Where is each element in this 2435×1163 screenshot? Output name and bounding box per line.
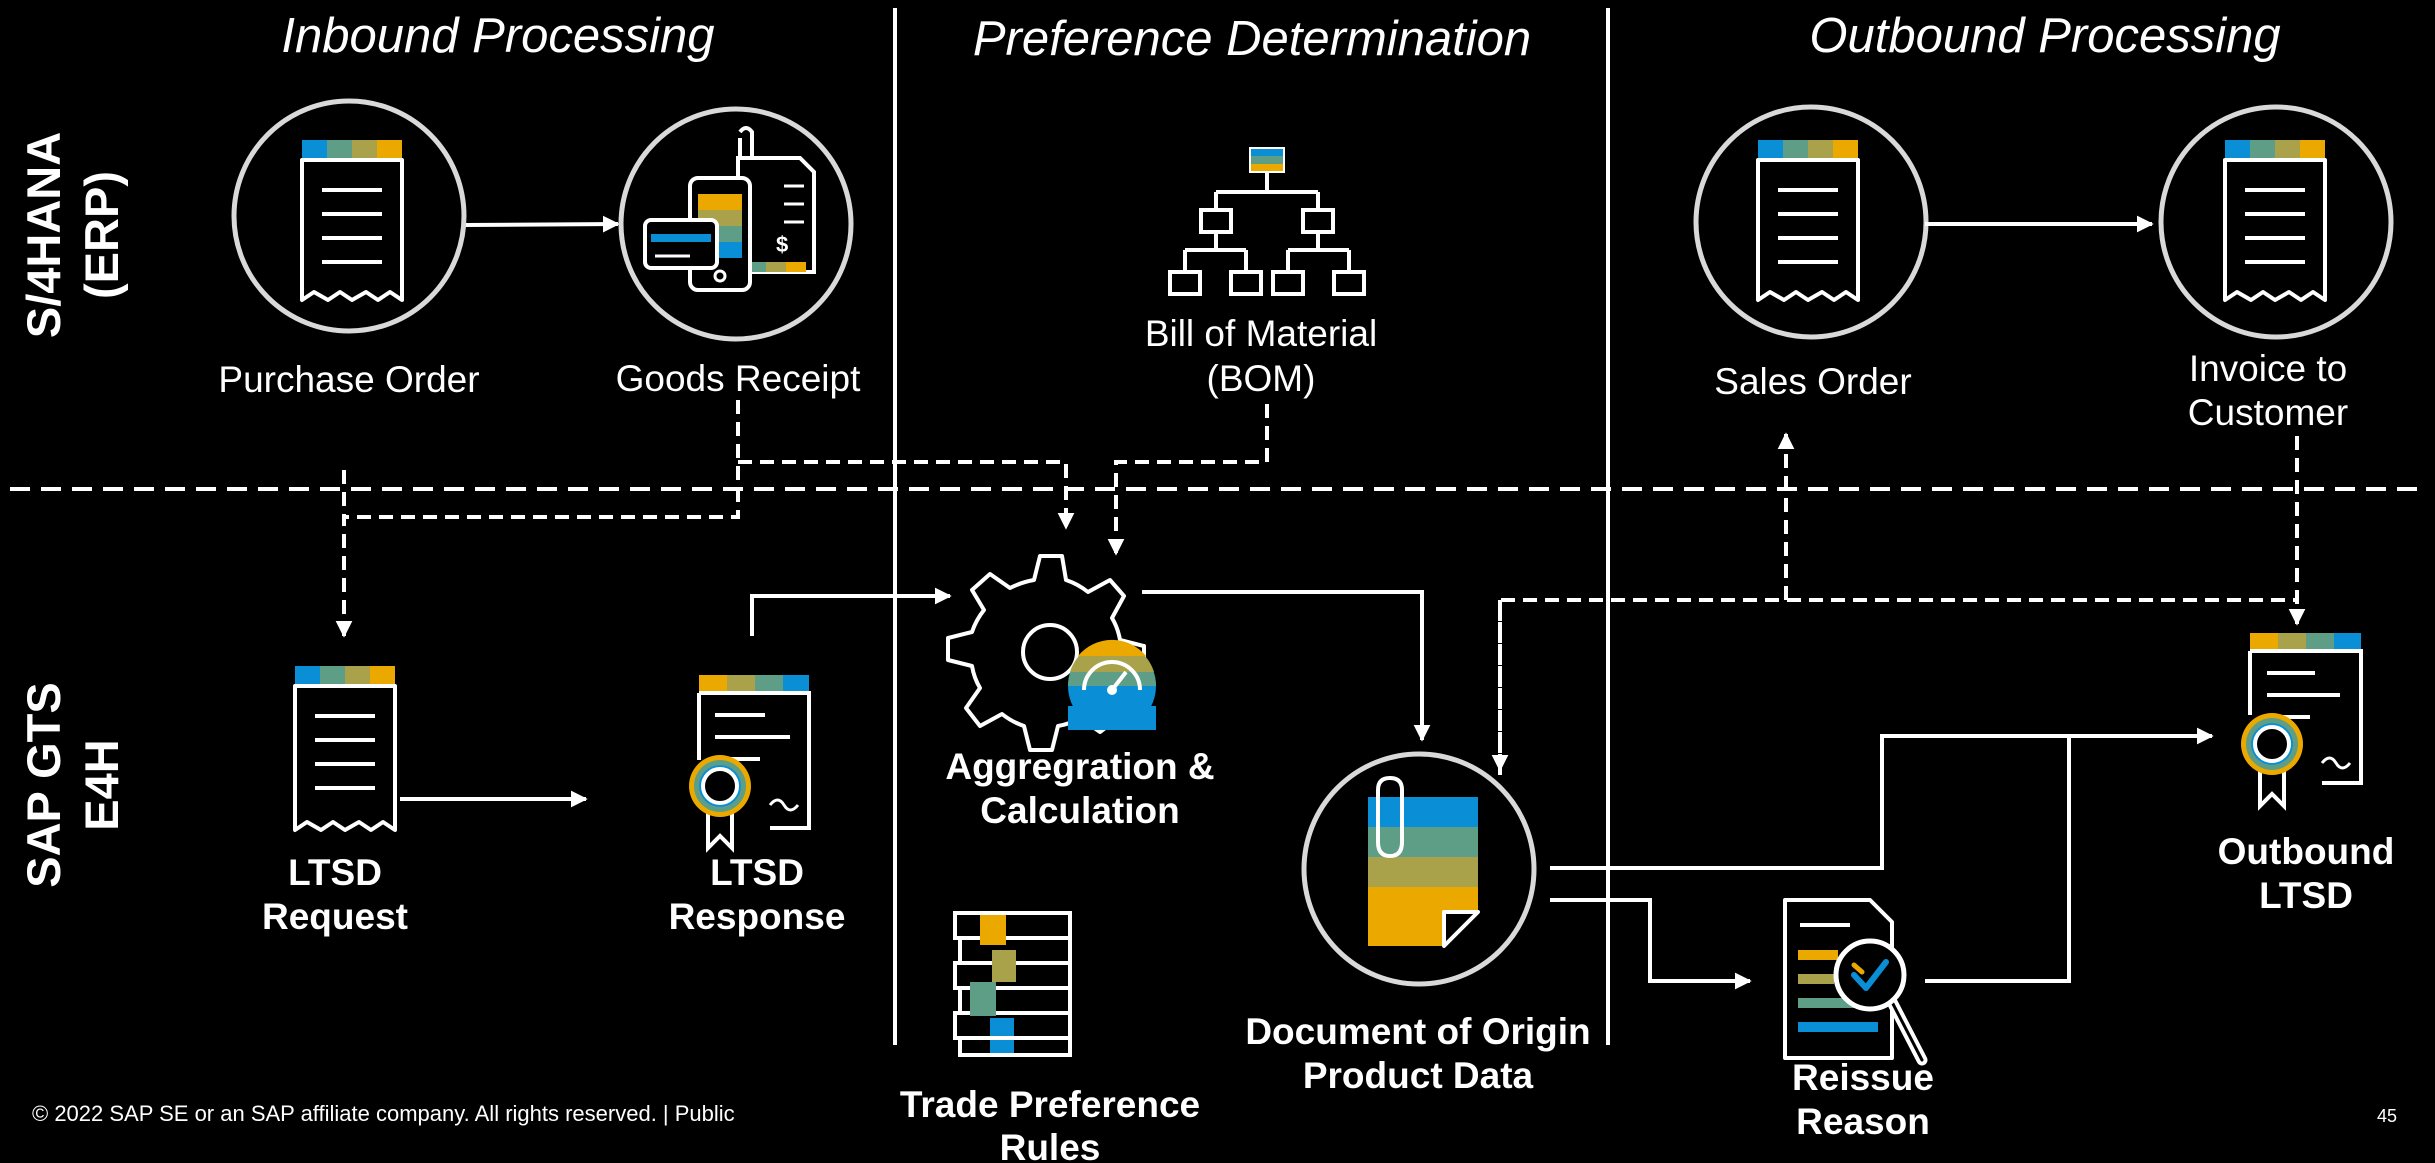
purchase-order-node: Purchase Order (218, 98, 480, 400)
svg-text:$: $ (776, 232, 788, 257)
arrow-aggregation-to-doc (1142, 590, 1431, 742)
trade-rules-node: Trade Preference Rules (900, 911, 1200, 1163)
doc-origin-node: Document of Origin Product Data (1245, 751, 1591, 1096)
certificate-icon (2241, 633, 2363, 811)
arrow-po-to-gr (465, 215, 620, 233)
outbound-ltsd-label-line1: Outbound (2218, 831, 2395, 872)
reissue-label-line1: Reissue (1792, 1057, 1934, 1098)
row-label-erp-line1: S/4HANA (17, 132, 70, 338)
reissue-node: Reissue Reason (1783, 898, 1934, 1142)
purchase-order-circle (231, 98, 467, 334)
arrow-gr-to-request (335, 400, 740, 638)
sales-order-node: Sales Order (1693, 104, 1929, 402)
ltsd-request-label-line1: LTSD (288, 852, 382, 893)
certificate-icon (689, 675, 811, 853)
aggregation-label-line1: Aggregration & (945, 746, 1214, 787)
stacked-books-icon (953, 911, 1072, 1057)
aggregation-node: Aggregration & Calculation (945, 554, 1215, 831)
row-label-gts-line1: SAP GTS (17, 682, 70, 887)
bom-node: Bill of Material (BOM) (1145, 147, 1377, 399)
line-reissue-to-outbound (1925, 736, 2071, 983)
magnifier-document-icon (1783, 898, 1928, 1066)
row-label-gts-line2: E4H (75, 739, 128, 830)
ltsd-response-label-line2: Response (669, 896, 846, 937)
aggregation-label-line2: Calculation (980, 790, 1179, 831)
document-icon (293, 666, 397, 832)
ltsd-request-node: LTSD Request (262, 666, 408, 937)
arrow-gr-to-aggregation (738, 460, 1075, 530)
ltsd-response-label-line1: LTSD (710, 852, 804, 893)
outbound-ltsd-node: Outbound LTSD (2218, 633, 2395, 916)
doc-origin-circle (1301, 751, 1537, 987)
arrow-doc-to-outbound (1550, 727, 2214, 870)
document-icon (2223, 140, 2327, 302)
reissue-label-line2: Reason (1796, 1101, 1930, 1142)
solid-connectors (400, 215, 2214, 990)
arrow-bom-to-aggregation (1107, 404, 1269, 556)
document-icon (300, 140, 404, 302)
payment-device-icon: $ (643, 126, 816, 292)
purchase-order-label: Purchase Order (218, 359, 479, 400)
column-header-inbound: Inbound Processing (281, 9, 714, 63)
org-tree-icon (1168, 147, 1366, 296)
dashed-connectors (335, 400, 2306, 775)
goods-receipt-label: Goods Receipt (616, 358, 861, 399)
arrow-doc-to-reissue (1550, 898, 1752, 990)
doc-origin-label-line1: Document of Origin (1245, 1011, 1590, 1052)
goods-receipt-node: $ Goods Receipt (616, 106, 861, 399)
column-header-preference: Preference Determination (973, 12, 1531, 66)
invoice-circle (2158, 104, 2394, 340)
row-label-erp: S/4HANA (ERP) (17, 132, 128, 338)
invoice-label-line1: Invoice to (2189, 348, 2347, 389)
trade-rules-label-line2: Rules (1000, 1127, 1101, 1163)
ltsd-request-label-line2: Request (262, 896, 408, 937)
footer-copyright: © 2022 SAP SE or an SAP affiliate compan… (32, 1101, 735, 1126)
trade-rules-label-line1: Trade Preference (900, 1084, 1200, 1125)
bom-label-line1: Bill of Material (1145, 313, 1377, 354)
document-icon (1756, 140, 1860, 302)
arrow-response-to-aggregation (750, 587, 952, 636)
gear-icon (946, 554, 1146, 752)
sales-order-label: Sales Order (1714, 361, 1911, 402)
outbound-ltsd-label-line2: LTSD (2259, 875, 2353, 916)
invoice-node: Invoice to Customer (2158, 104, 2394, 433)
gauge-icon (1068, 639, 1156, 730)
page-number: 45 (2377, 1106, 2397, 1126)
ltsd-response-node: LTSD Response (669, 675, 846, 937)
goods-receipt-circle (618, 106, 854, 342)
line-doc-up (1498, 598, 2297, 775)
bom-label-line2: (BOM) (1207, 358, 1316, 399)
doc-origin-label-line2: Product Data (1303, 1055, 1534, 1096)
invoice-label-line2: Customer (2188, 392, 2348, 433)
row-label-erp-line2: (ERP) (75, 171, 128, 299)
clipped-document-icon (1368, 775, 1480, 948)
column-header-outbound: Outbound Processing (1809, 9, 2280, 63)
row-label-gts: SAP GTS E4H (17, 682, 128, 887)
